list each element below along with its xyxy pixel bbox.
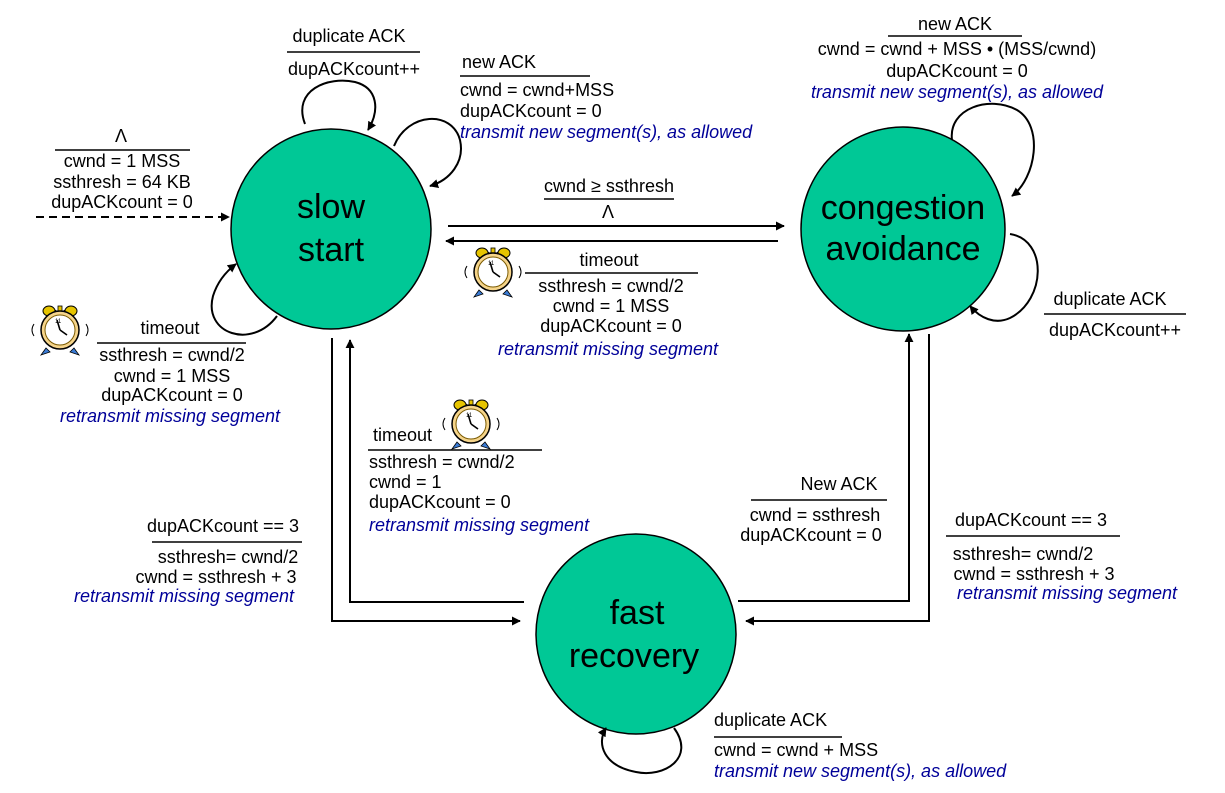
transition-event: New ACK bbox=[800, 474, 877, 494]
transition-event: new ACK bbox=[918, 14, 992, 34]
label-ca-new-ack: new ACK cwnd = cwnd + MSS • (MSS/cwnd) d… bbox=[811, 14, 1104, 102]
transition-action: dupACKcount = 0 bbox=[460, 101, 602, 121]
transition-action: dupACKcount = 0 bbox=[369, 492, 511, 512]
transition-action: cwnd = 1 bbox=[369, 472, 442, 492]
transition-action-italic: retransmit missing segment bbox=[60, 406, 281, 426]
transition-action: dupACKcount++ bbox=[1049, 320, 1181, 340]
transition-action: cwnd = ssthresh + 3 bbox=[953, 564, 1114, 584]
state-congestion-avoidance: congestion avoidance bbox=[800, 126, 1006, 332]
label-ss-dup-ack: duplicate ACK dupACKcount++ bbox=[287, 26, 420, 79]
transition-action: dupACKcount++ bbox=[288, 59, 420, 79]
ca-to-fr-arrow bbox=[745, 334, 930, 626]
state-label: slow bbox=[297, 188, 365, 226]
state-label: recovery bbox=[569, 637, 699, 675]
transition-event: duplicate ACK bbox=[292, 26, 405, 46]
fr-dup-ack-loop bbox=[597, 727, 683, 775]
ss-to-fr-arrow bbox=[331, 338, 521, 626]
label-ca-to-fr: dupACKcount == 3 ssthresh= cwnd/2 cwnd =… bbox=[946, 510, 1178, 603]
state-fast-recovery: fast recovery bbox=[535, 533, 737, 735]
transition-action: ssthresh = 64 KB bbox=[53, 172, 191, 192]
transition-action-italic: transmit new segment(s), as allowed bbox=[460, 122, 753, 142]
ca-new-ack-loop bbox=[950, 102, 1035, 197]
fr-to-ca-arrow bbox=[738, 333, 914, 602]
slow-start-timeout-loop bbox=[210, 263, 278, 336]
transition-action-italic: transmit new segment(s), as allowed bbox=[714, 761, 1007, 781]
transition-action: dupACKcount = 0 bbox=[540, 316, 682, 336]
transition-action: dupACKcount = 0 bbox=[886, 61, 1028, 81]
label-ca-dup-ack: duplicate ACK dupACKcount++ bbox=[1044, 289, 1186, 340]
alarm-clock-icon bbox=[31, 305, 89, 356]
transition-action: cwnd = cwnd+MSS bbox=[460, 80, 614, 100]
transition-event: Λ bbox=[115, 126, 127, 146]
label-ca-to-ss-timeout: timeout ssthresh = cwnd/2 cwnd = 1 MSS d… bbox=[498, 250, 719, 359]
transition-action-italic: retransmit missing segment bbox=[369, 515, 590, 535]
state-slow-start: slow start bbox=[230, 128, 432, 330]
transition-action-italic: retransmit missing segment bbox=[957, 583, 1178, 603]
transition-action: cwnd = cwnd + MSS • (MSS/cwnd) bbox=[818, 39, 1096, 59]
transition-event: dupACKcount == 3 bbox=[147, 516, 299, 536]
state-label: avoidance bbox=[825, 230, 980, 268]
transition-action: ssthresh= cwnd/2 bbox=[953, 544, 1094, 564]
alarm-clock-icon bbox=[442, 399, 500, 450]
transition-action: cwnd = 1 MSS bbox=[114, 366, 231, 386]
label-ss-timeout: timeout ssthresh = cwnd/2 cwnd = 1 MSS d… bbox=[60, 318, 281, 426]
transition-event: duplicate ACK bbox=[714, 710, 827, 730]
transition-event: dupACKcount == 3 bbox=[955, 510, 1107, 530]
transition-action: ssthresh = cwnd/2 bbox=[99, 345, 245, 365]
transition-action: cwnd = 1 MSS bbox=[553, 296, 670, 316]
label-ss-new-ack: new ACK cwnd = cwnd+MSS dupACKcount = 0 … bbox=[460, 52, 753, 142]
transition-action: dupACKcount = 0 bbox=[51, 192, 193, 212]
fr-to-ss-timeout-arrow bbox=[345, 339, 524, 603]
transition-action-italic: retransmit missing segment bbox=[498, 339, 719, 359]
label-initial: Λ cwnd = 1 MSS ssthresh = 64 KB dupACKco… bbox=[51, 126, 193, 212]
label-ss-to-ca: cwnd ≥ ssthresh Λ bbox=[544, 176, 674, 222]
transition-action: ssthresh= cwnd/2 bbox=[158, 547, 299, 567]
transition-action: dupACKcount = 0 bbox=[101, 385, 243, 405]
state-label: congestion bbox=[821, 189, 985, 227]
transition-event: timeout bbox=[140, 318, 199, 338]
transition-action: ssthresh = cwnd/2 bbox=[369, 452, 515, 472]
transition-action: dupACKcount = 0 bbox=[740, 525, 882, 545]
state-label: start bbox=[298, 231, 365, 269]
transition-event: new ACK bbox=[462, 52, 536, 72]
state-label: fast bbox=[610, 594, 665, 632]
label-ss-to-fr: dupACKcount == 3 ssthresh= cwnd/2 cwnd =… bbox=[74, 516, 302, 606]
transition-action-italic: retransmit missing segment bbox=[74, 586, 295, 606]
label-fr-to-ca-new-ack: New ACK cwnd = ssthresh dupACKcount = 0 bbox=[740, 474, 887, 545]
transition-event: timeout bbox=[579, 250, 638, 270]
transition-event: timeout bbox=[373, 425, 432, 445]
transition-action: cwnd = ssthresh bbox=[750, 505, 881, 525]
transition-action: Λ bbox=[602, 202, 614, 222]
transition-event: cwnd ≥ ssthresh bbox=[544, 176, 674, 196]
slow-start-dup-ack-loop bbox=[301, 79, 377, 131]
label-fr-to-ss-timeout: timeout ssthresh = cwnd/2 cwnd = 1 dupAC… bbox=[368, 425, 590, 535]
label-fr-dup-ack: duplicate ACK cwnd = cwnd + MSS transmit… bbox=[714, 710, 1007, 781]
transition-action-italic: transmit new segment(s), as allowed bbox=[811, 82, 1104, 102]
transition-event: duplicate ACK bbox=[1053, 289, 1166, 309]
transition-action: cwnd = 1 MSS bbox=[64, 151, 181, 171]
slow-start-new-ack-loop bbox=[393, 117, 462, 188]
transition-action: ssthresh = cwnd/2 bbox=[538, 276, 684, 296]
transition-action: cwnd = cwnd + MSS bbox=[714, 740, 878, 760]
ca-dup-ack-loop bbox=[969, 233, 1039, 322]
transition-action: cwnd = ssthresh + 3 bbox=[135, 567, 296, 587]
alarm-clock-icon bbox=[464, 247, 522, 298]
